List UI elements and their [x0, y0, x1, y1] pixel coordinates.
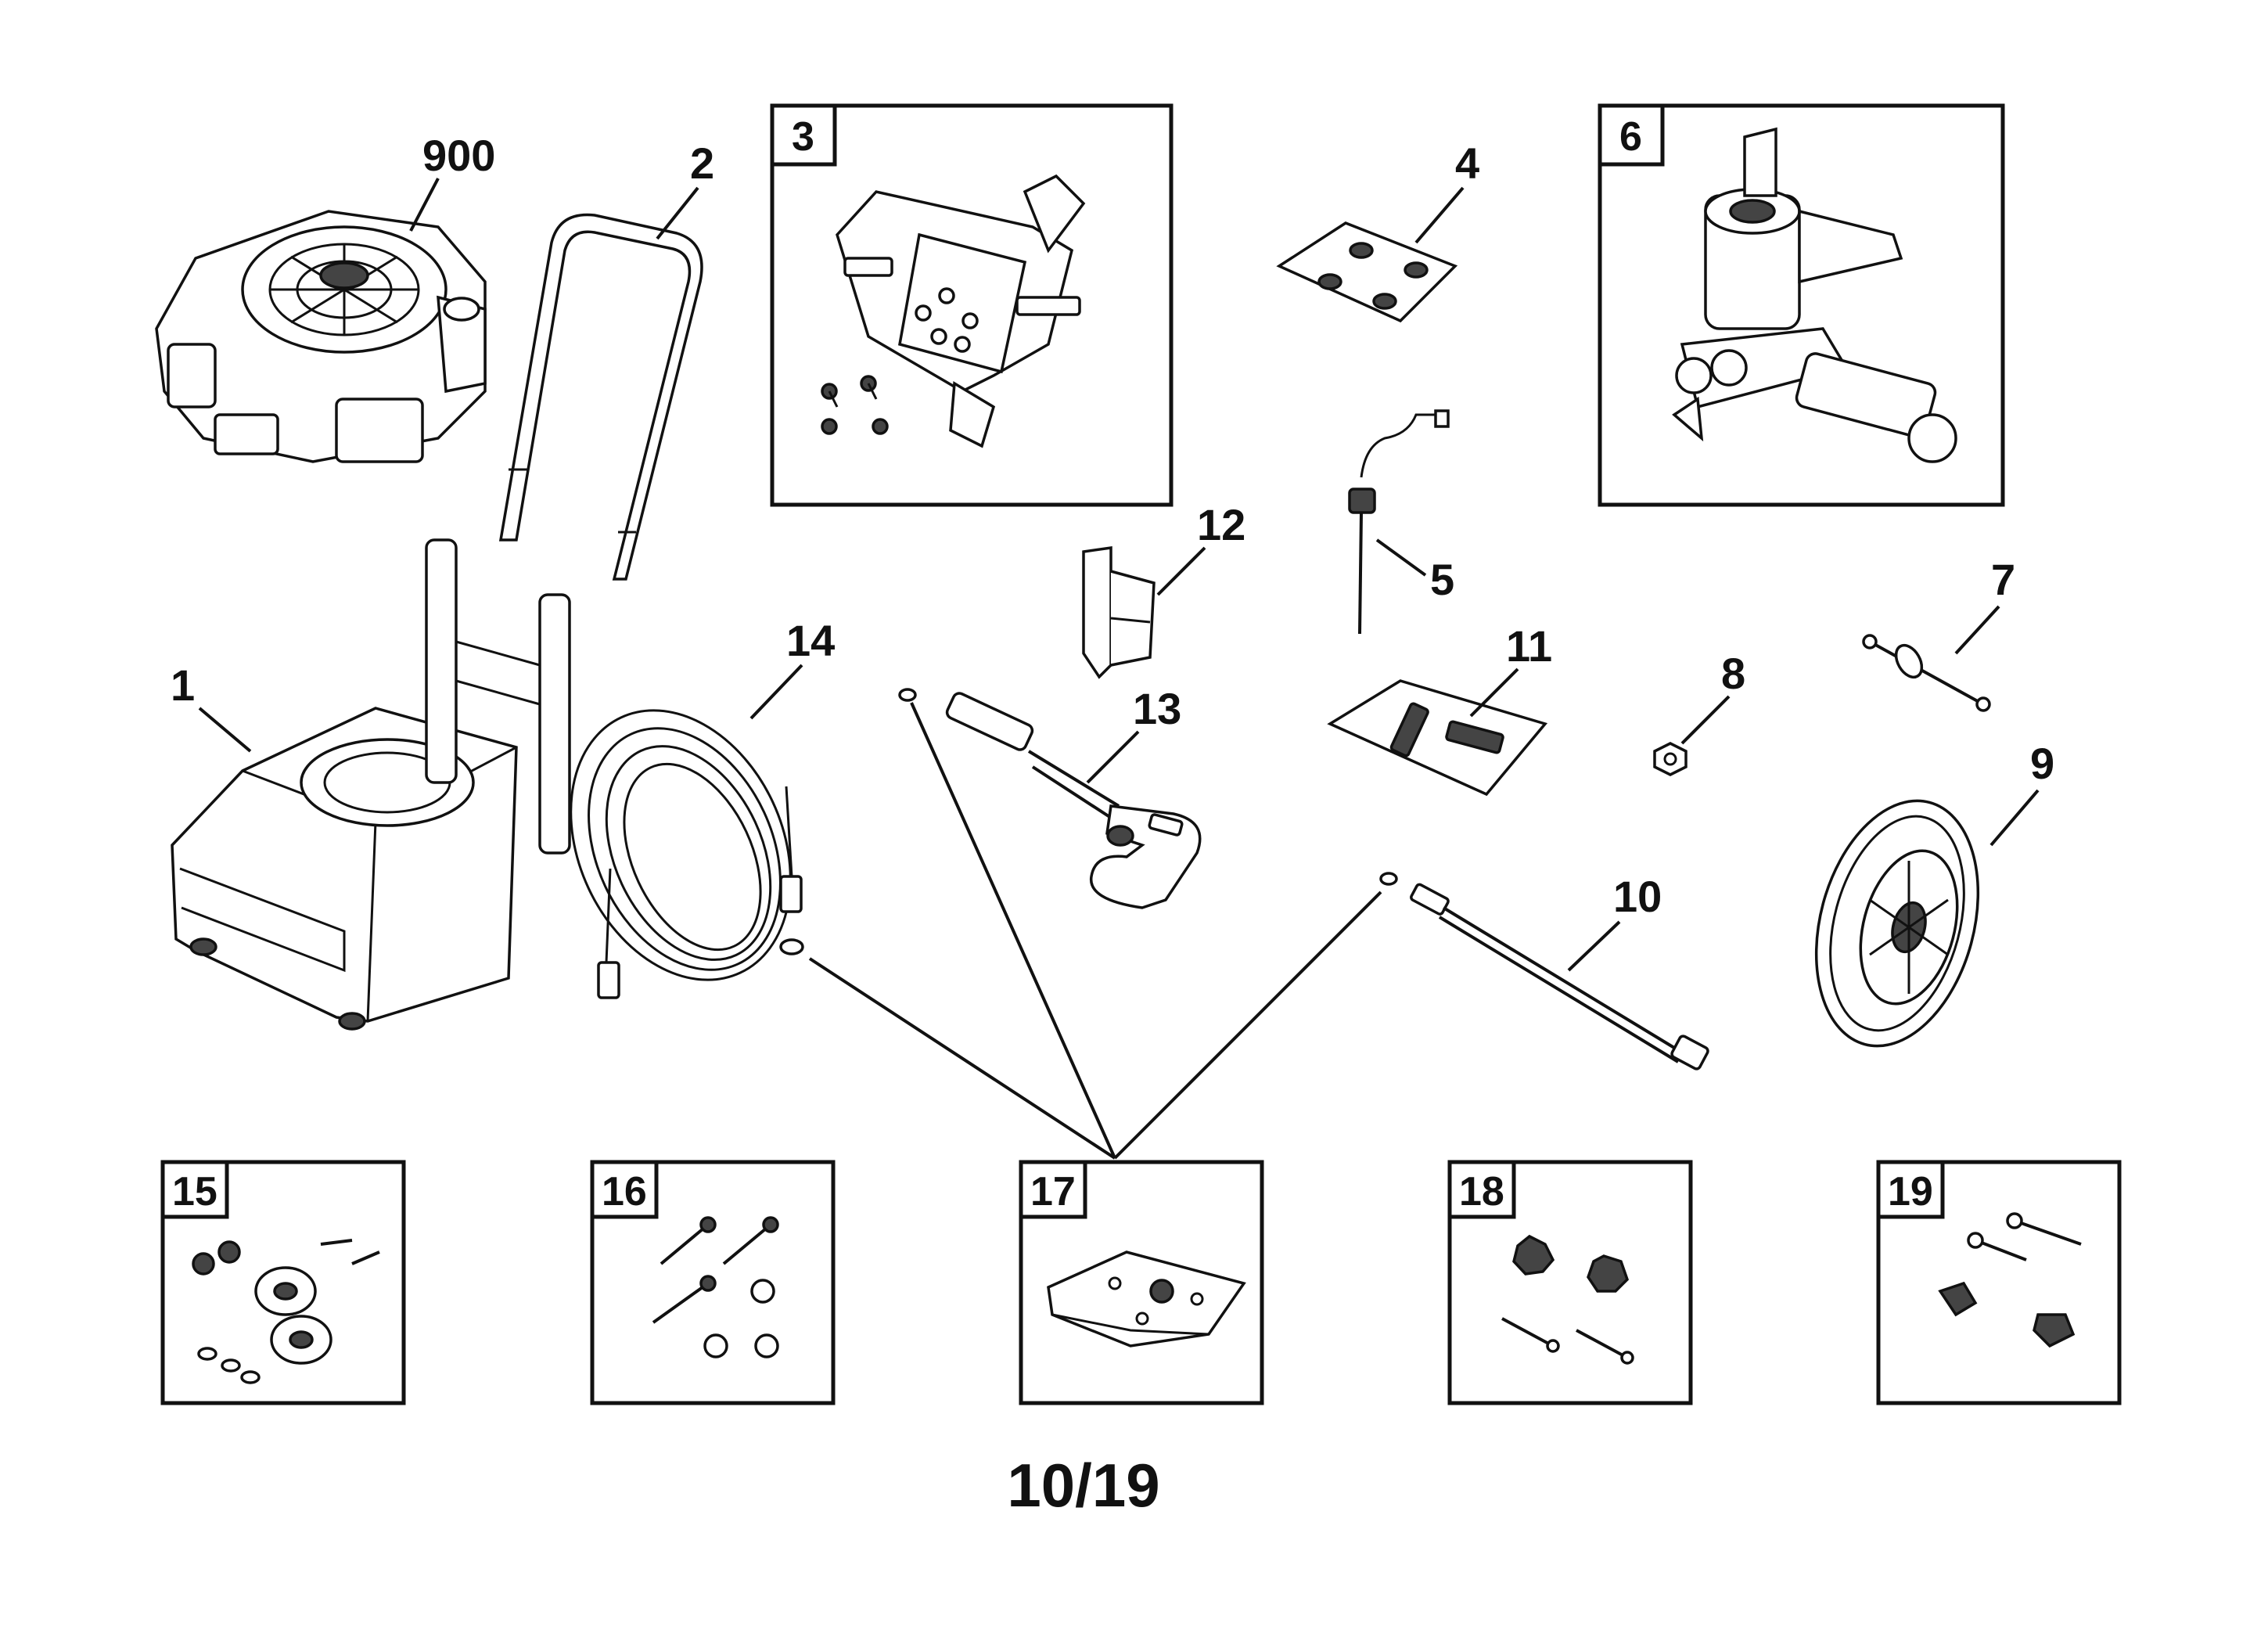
- hose-illustration: [570, 709, 804, 999]
- nut-callout: 8: [1721, 649, 1745, 698]
- lance-callout: 10: [1613, 872, 1662, 921]
- hardware-15-illustration: [192, 1239, 380, 1384]
- gun-holder-illustration: [1082, 545, 1156, 679]
- hardware-box-15: [160, 1160, 406, 1405]
- axle-illustration: [1862, 634, 1991, 712]
- hardware-17-illustration: [1047, 1250, 1246, 1348]
- hardware-box-19: [1876, 1160, 2122, 1405]
- hardware-box-16-callout: 16: [602, 1169, 647, 1214]
- spray-gun-illustration: [898, 688, 1202, 909]
- pump-box: [1598, 103, 2005, 507]
- pump-callout: 6: [1619, 114, 1642, 160]
- nozzle-kit-illustration: [1276, 221, 1458, 323]
- hardware-box-18: [1447, 1160, 1693, 1405]
- nut-illustration: [1653, 742, 1688, 776]
- lance-illustration: [1379, 872, 1709, 1070]
- pump-illustration: [1672, 127, 1957, 463]
- gun-holder-callout: 12: [1197, 500, 1245, 549]
- hardware-19-illustration: [1938, 1212, 2082, 1348]
- wheel-callout: 9: [2030, 739, 2054, 788]
- soap-tube-illustration: [1348, 409, 1450, 635]
- hardware-box-16: [590, 1160, 836, 1405]
- hardware-18-illustration: [1501, 1234, 1634, 1365]
- page-reference: 10/19: [1007, 1451, 1159, 1520]
- hose-callout: 14: [786, 616, 835, 665]
- nozzle-kit-callout: 4: [1455, 139, 1479, 188]
- hardware-box-15-callout: 15: [172, 1169, 217, 1214]
- nozzle-holder-kit-callout: 11: [1506, 621, 1552, 671]
- nozzle-holder-kit-illustration: [1327, 679, 1548, 797]
- control-panel-box: [770, 103, 1174, 507]
- engine-callout: 900: [422, 131, 495, 180]
- frame-illustration: [171, 538, 571, 1031]
- spray-gun-callout: 13: [1133, 684, 1181, 733]
- handle-illustration: [498, 213, 703, 581]
- engine-illustration: [155, 210, 487, 463]
- handle-callout: 2: [690, 139, 714, 188]
- hardware-box-18-callout: 18: [1459, 1169, 1504, 1214]
- soap-tube-callout: 5: [1430, 555, 1454, 604]
- hardware-box-17: [1019, 1160, 1264, 1405]
- axle-callout: 7: [1991, 555, 2015, 604]
- control-panel-illustration: [821, 174, 1086, 448]
- hardware-box-17-callout: 17: [1030, 1169, 1076, 1214]
- hardware-16-illustration: [652, 1216, 779, 1358]
- hardware-box-19-callout: 19: [1888, 1169, 1933, 1214]
- control-panel-callout: 3: [792, 114, 814, 160]
- frame-callout: 1: [171, 660, 195, 710]
- wheel-illustration: [1814, 799, 1980, 1048]
- o-ring-connector-lines: [808, 702, 1382, 1160]
